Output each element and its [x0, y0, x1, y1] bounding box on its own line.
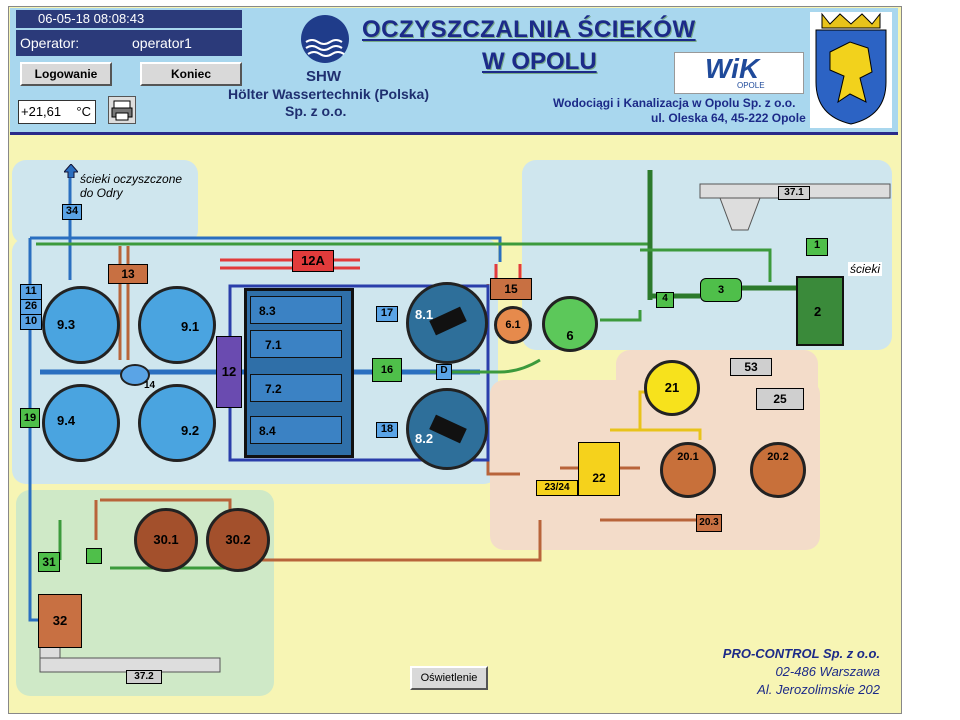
operator-value: operator1 — [132, 35, 192, 51]
unit-19[interactable]: 19 — [20, 408, 40, 428]
tank-9-2-label: 9.2 — [181, 423, 200, 438]
screen-2-label: 2 — [814, 304, 822, 319]
digester-30-1[interactable]: 30.1 — [134, 508, 198, 572]
temperature-unit: °C — [76, 104, 91, 119]
unit-37-2[interactable]: 37.2 — [126, 670, 162, 684]
tank-9-3-label: 9.3 — [57, 317, 76, 332]
unit-17[interactable]: 17 — [376, 306, 398, 322]
unit-11[interactable]: 11 — [20, 284, 42, 300]
tank-9-2[interactable]: 9.2 — [138, 384, 216, 462]
distributor-14-icon — [120, 364, 150, 386]
outflow-label: ścieki oczyszczone do Odry — [80, 172, 183, 200]
tank-9-3[interactable]: 9.3 — [42, 286, 120, 364]
unit-15[interactable]: 15 — [490, 278, 532, 300]
unit-D[interactable]: D — [436, 364, 452, 380]
unit-34[interactable]: 34 — [62, 204, 82, 220]
wik-logo-text: WiK — [705, 53, 760, 84]
tank-20-1[interactable]: 20.1 — [660, 442, 716, 498]
lighting-button[interactable]: Oświetlenie — [410, 666, 488, 690]
pc-street: Al. Jerozolimskie 202 — [757, 682, 880, 697]
unit-14-label: 14 — [144, 380, 156, 391]
unit-26[interactable]: 26 — [20, 299, 42, 315]
unit-3[interactable]: 3 — [700, 278, 742, 302]
datetime-display: 06-05-18 08:08:43 — [16, 10, 242, 28]
unit-32[interactable]: 32 — [38, 594, 82, 648]
unit-31[interactable]: 31 — [38, 552, 60, 572]
tank-9-1[interactable]: 9.1 — [138, 286, 216, 364]
unit-16[interactable]: 16 — [372, 358, 402, 382]
utility-address: ul. Oleska 64, 45-222 Opole — [651, 111, 806, 125]
mixer-icon — [86, 548, 102, 564]
wik-logo-sub: OPOLE — [737, 81, 765, 90]
tank-8-4[interactable]: 8.4 — [250, 416, 342, 444]
tank-6[interactable]: 6 — [542, 296, 598, 352]
shw-logo-icon — [300, 14, 350, 64]
tank-7-1[interactable]: 7.1 — [250, 330, 342, 358]
utility-name: Wodociągi i Kanalizacja w Opolu Sp. z o.… — [553, 96, 796, 110]
unit-20-3[interactable]: 20.3 — [696, 514, 722, 532]
tank-9-4-label: 9.4 — [57, 413, 76, 428]
clarifier-8-2[interactable]: 8.2 — [406, 388, 488, 470]
unit-12[interactable]: 12 — [216, 336, 242, 408]
shw-label: SHW — [306, 68, 341, 85]
digester-30-2[interactable]: 30.2 — [206, 508, 270, 572]
page-title-line1: OCZYSZCZALNIA ŚCIEKÓW — [362, 16, 696, 43]
unit-22[interactable]: 22 — [578, 442, 620, 496]
end-button[interactable]: Koniec — [140, 62, 242, 86]
tank-9-1-label: 9.1 — [181, 319, 200, 334]
screen-2[interactable]: 2 — [796, 276, 844, 346]
tank-20-2[interactable]: 20.2 — [750, 442, 806, 498]
outflow-arrow-icon — [62, 163, 80, 179]
company-suffix: Sp. z o.o. — [285, 103, 347, 119]
temperature-value: +21,61 — [21, 104, 62, 119]
outflow-zone — [12, 160, 198, 244]
unit-18[interactable]: 18 — [376, 422, 398, 438]
header-bar: 06-05-18 08:08:43 Operator: operator1 Lo… — [10, 8, 898, 135]
printer-icon[interactable] — [108, 96, 136, 124]
unit-13[interactable]: 13 — [108, 264, 148, 284]
pc-city: 02-486 Warszawa — [775, 664, 880, 679]
tank-21[interactable]: 21 — [644, 360, 700, 416]
temperature-readout: +21,61 °C — [18, 100, 96, 124]
clarifier-bridge-icon — [429, 306, 467, 336]
wik-logo: WiK OPOLE — [674, 52, 804, 94]
tank-6-1[interactable]: 6.1 — [494, 306, 532, 344]
unit-23-24[interactable]: 23/24 — [536, 480, 578, 496]
unit-25[interactable]: 25 — [756, 388, 804, 410]
pc-name: PRO-CONTROL Sp. z o.o. — [722, 646, 880, 661]
coat-of-arms-icon — [810, 12, 892, 128]
clarifier-bridge-icon — [429, 414, 467, 444]
unit-10[interactable]: 10 — [20, 314, 42, 330]
inflow-label: ścieki — [848, 262, 883, 276]
tank-7-2[interactable]: 7.2 — [250, 374, 342, 402]
unit-4[interactable]: 4 — [656, 292, 674, 308]
clarifier-8-1[interactable]: 8.1 — [406, 282, 488, 364]
clarifier-8-1-label: 8.1 — [415, 307, 434, 322]
operator-label: Operator: — [20, 35, 80, 51]
tank-8-3[interactable]: 8.3 — [250, 296, 342, 324]
clarifier-8-2-label: 8.2 — [415, 431, 434, 446]
unit-12A[interactable]: 12A — [292, 250, 334, 272]
login-button[interactable]: Logowanie — [20, 62, 112, 86]
tank-9-4[interactable]: 9.4 — [42, 384, 120, 462]
unit-1[interactable]: 1 — [806, 238, 828, 256]
company-name: Hölter Wassertechnik (Polska) — [228, 86, 429, 102]
page-title-line2: W OPOLU — [482, 48, 597, 75]
unit-53[interactable]: 53 — [730, 358, 772, 376]
operator-row: Operator: operator1 — [16, 30, 242, 56]
unit-37-1[interactable]: 37.1 — [778, 186, 810, 200]
